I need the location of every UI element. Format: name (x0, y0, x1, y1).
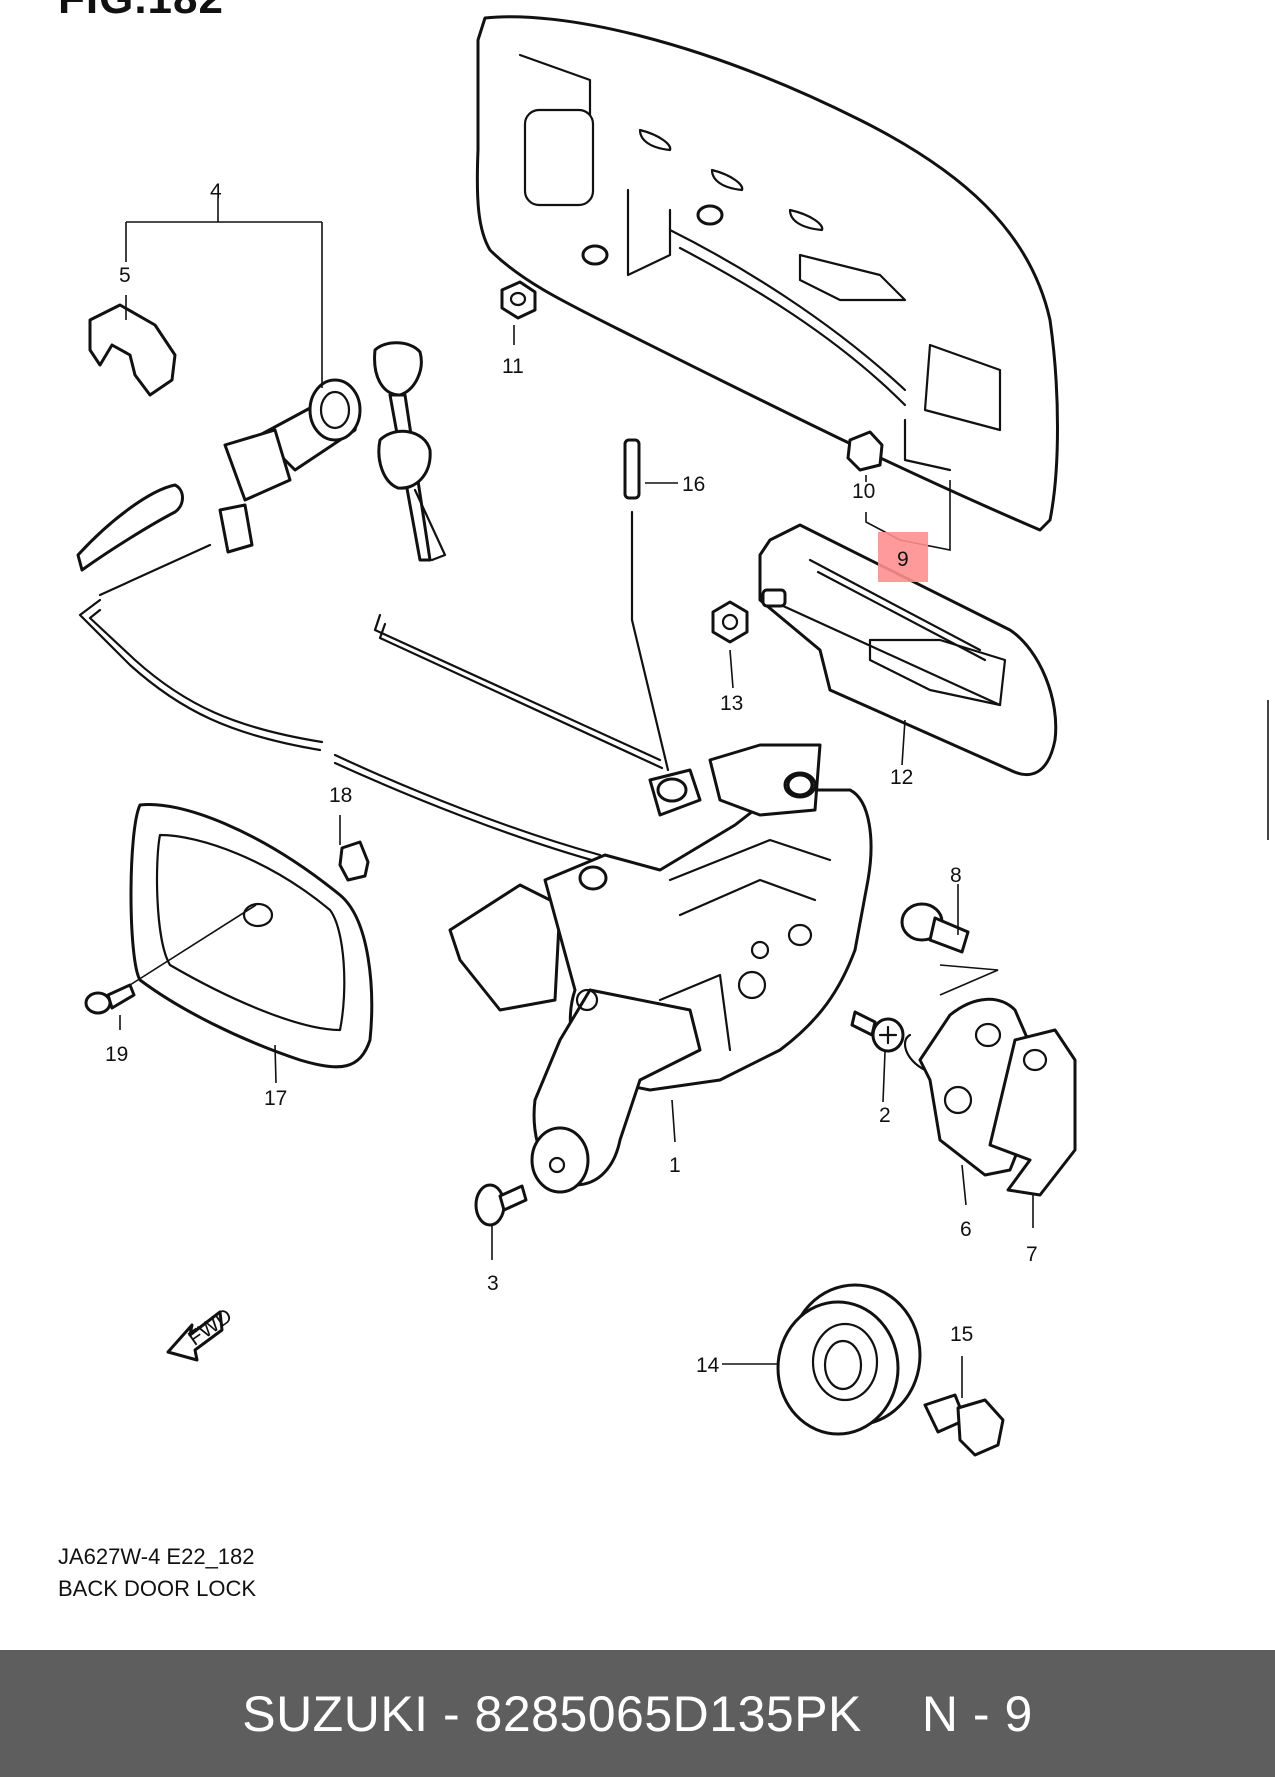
retainer-5[interactable] (88, 303, 177, 397)
callout-5[interactable]: 5 (119, 264, 131, 287)
fwd-label: FWD (184, 1304, 236, 1350)
bolt-15[interactable] (923, 1393, 1005, 1457)
bolt-3[interactable] (474, 1183, 528, 1227)
screw-2[interactable] (850, 1010, 905, 1053)
callout-2[interactable]: 2 (879, 1104, 891, 1127)
callout-18[interactable]: 18 (329, 784, 352, 807)
inner-bezel-17[interactable] (129, 802, 374, 1069)
bolt-8[interactable] (900, 902, 970, 954)
parts-diagram: FWD 4 5 11 16 10 9 13 12 18 (76, 15, 1077, 1457)
footer-bar: SUZUKI - 8285065D135PK N - 9 (0, 1650, 1275, 1777)
callout-4[interactable]: 4 (210, 180, 222, 203)
callout-19[interactable]: 19 (105, 1043, 128, 1066)
door-handle-garnish[interactable] (475, 15, 1059, 532)
callout-11[interactable]: 11 (502, 355, 524, 378)
bushing-14[interactable] (776, 1283, 922, 1436)
outer-handle-12[interactable] (758, 523, 1058, 776)
drawing-code: JA627W-4 E22_182 (58, 1544, 255, 1569)
clip-18[interactable] (338, 840, 370, 882)
callout-1[interactable]: 1 (669, 1154, 681, 1177)
callout-14[interactable]: 14 (696, 1354, 720, 1377)
callout-3[interactable]: 3 (487, 1272, 499, 1295)
callout-13[interactable]: 13 (720, 692, 743, 715)
control-rods (78, 543, 664, 865)
callout-6[interactable]: 6 (960, 1218, 972, 1241)
callout-15[interactable]: 15 (950, 1323, 973, 1346)
callout-8[interactable]: 8 (950, 864, 962, 887)
footer-brand: SUZUKI (242, 1685, 429, 1742)
right-edge-marker (1267, 700, 1275, 840)
callout-7[interactable]: 7 (1026, 1243, 1038, 1266)
callout-12[interactable]: 12 (890, 766, 913, 789)
clip-10[interactable] (846, 430, 884, 472)
footer-dash: - (428, 1685, 475, 1742)
callout-16[interactable]: 16 (682, 473, 705, 496)
callout-10[interactable]: 10 (852, 480, 875, 503)
callout-numbers: 4 5 11 16 10 9 13 12 18 8 19 17 1 2 6 7 … (105, 180, 1038, 1377)
footer-ref: N - 9 (921, 1685, 1033, 1742)
callout-highlight (878, 532, 928, 582)
shim-7[interactable] (988, 1028, 1077, 1197)
footer-part-number: 8285065D135PK (474, 1685, 862, 1742)
screw-19[interactable] (84, 983, 136, 1015)
nut-11[interactable] (500, 280, 537, 320)
drawing-caption: BACK DOOR LOCK (58, 1576, 257, 1601)
lock-body-1[interactable] (448, 743, 873, 1194)
rod-16[interactable] (623, 438, 670, 772)
nut-13[interactable] (711, 600, 749, 644)
figure-title: FIG.182 (58, 0, 224, 24)
callout-9[interactable]: 9 (897, 548, 909, 571)
key-cylinder-set-4[interactable] (76, 341, 447, 572)
callout-17[interactable]: 17 (264, 1087, 287, 1110)
fwd-arrow-icon: FWD (166, 1304, 236, 1362)
